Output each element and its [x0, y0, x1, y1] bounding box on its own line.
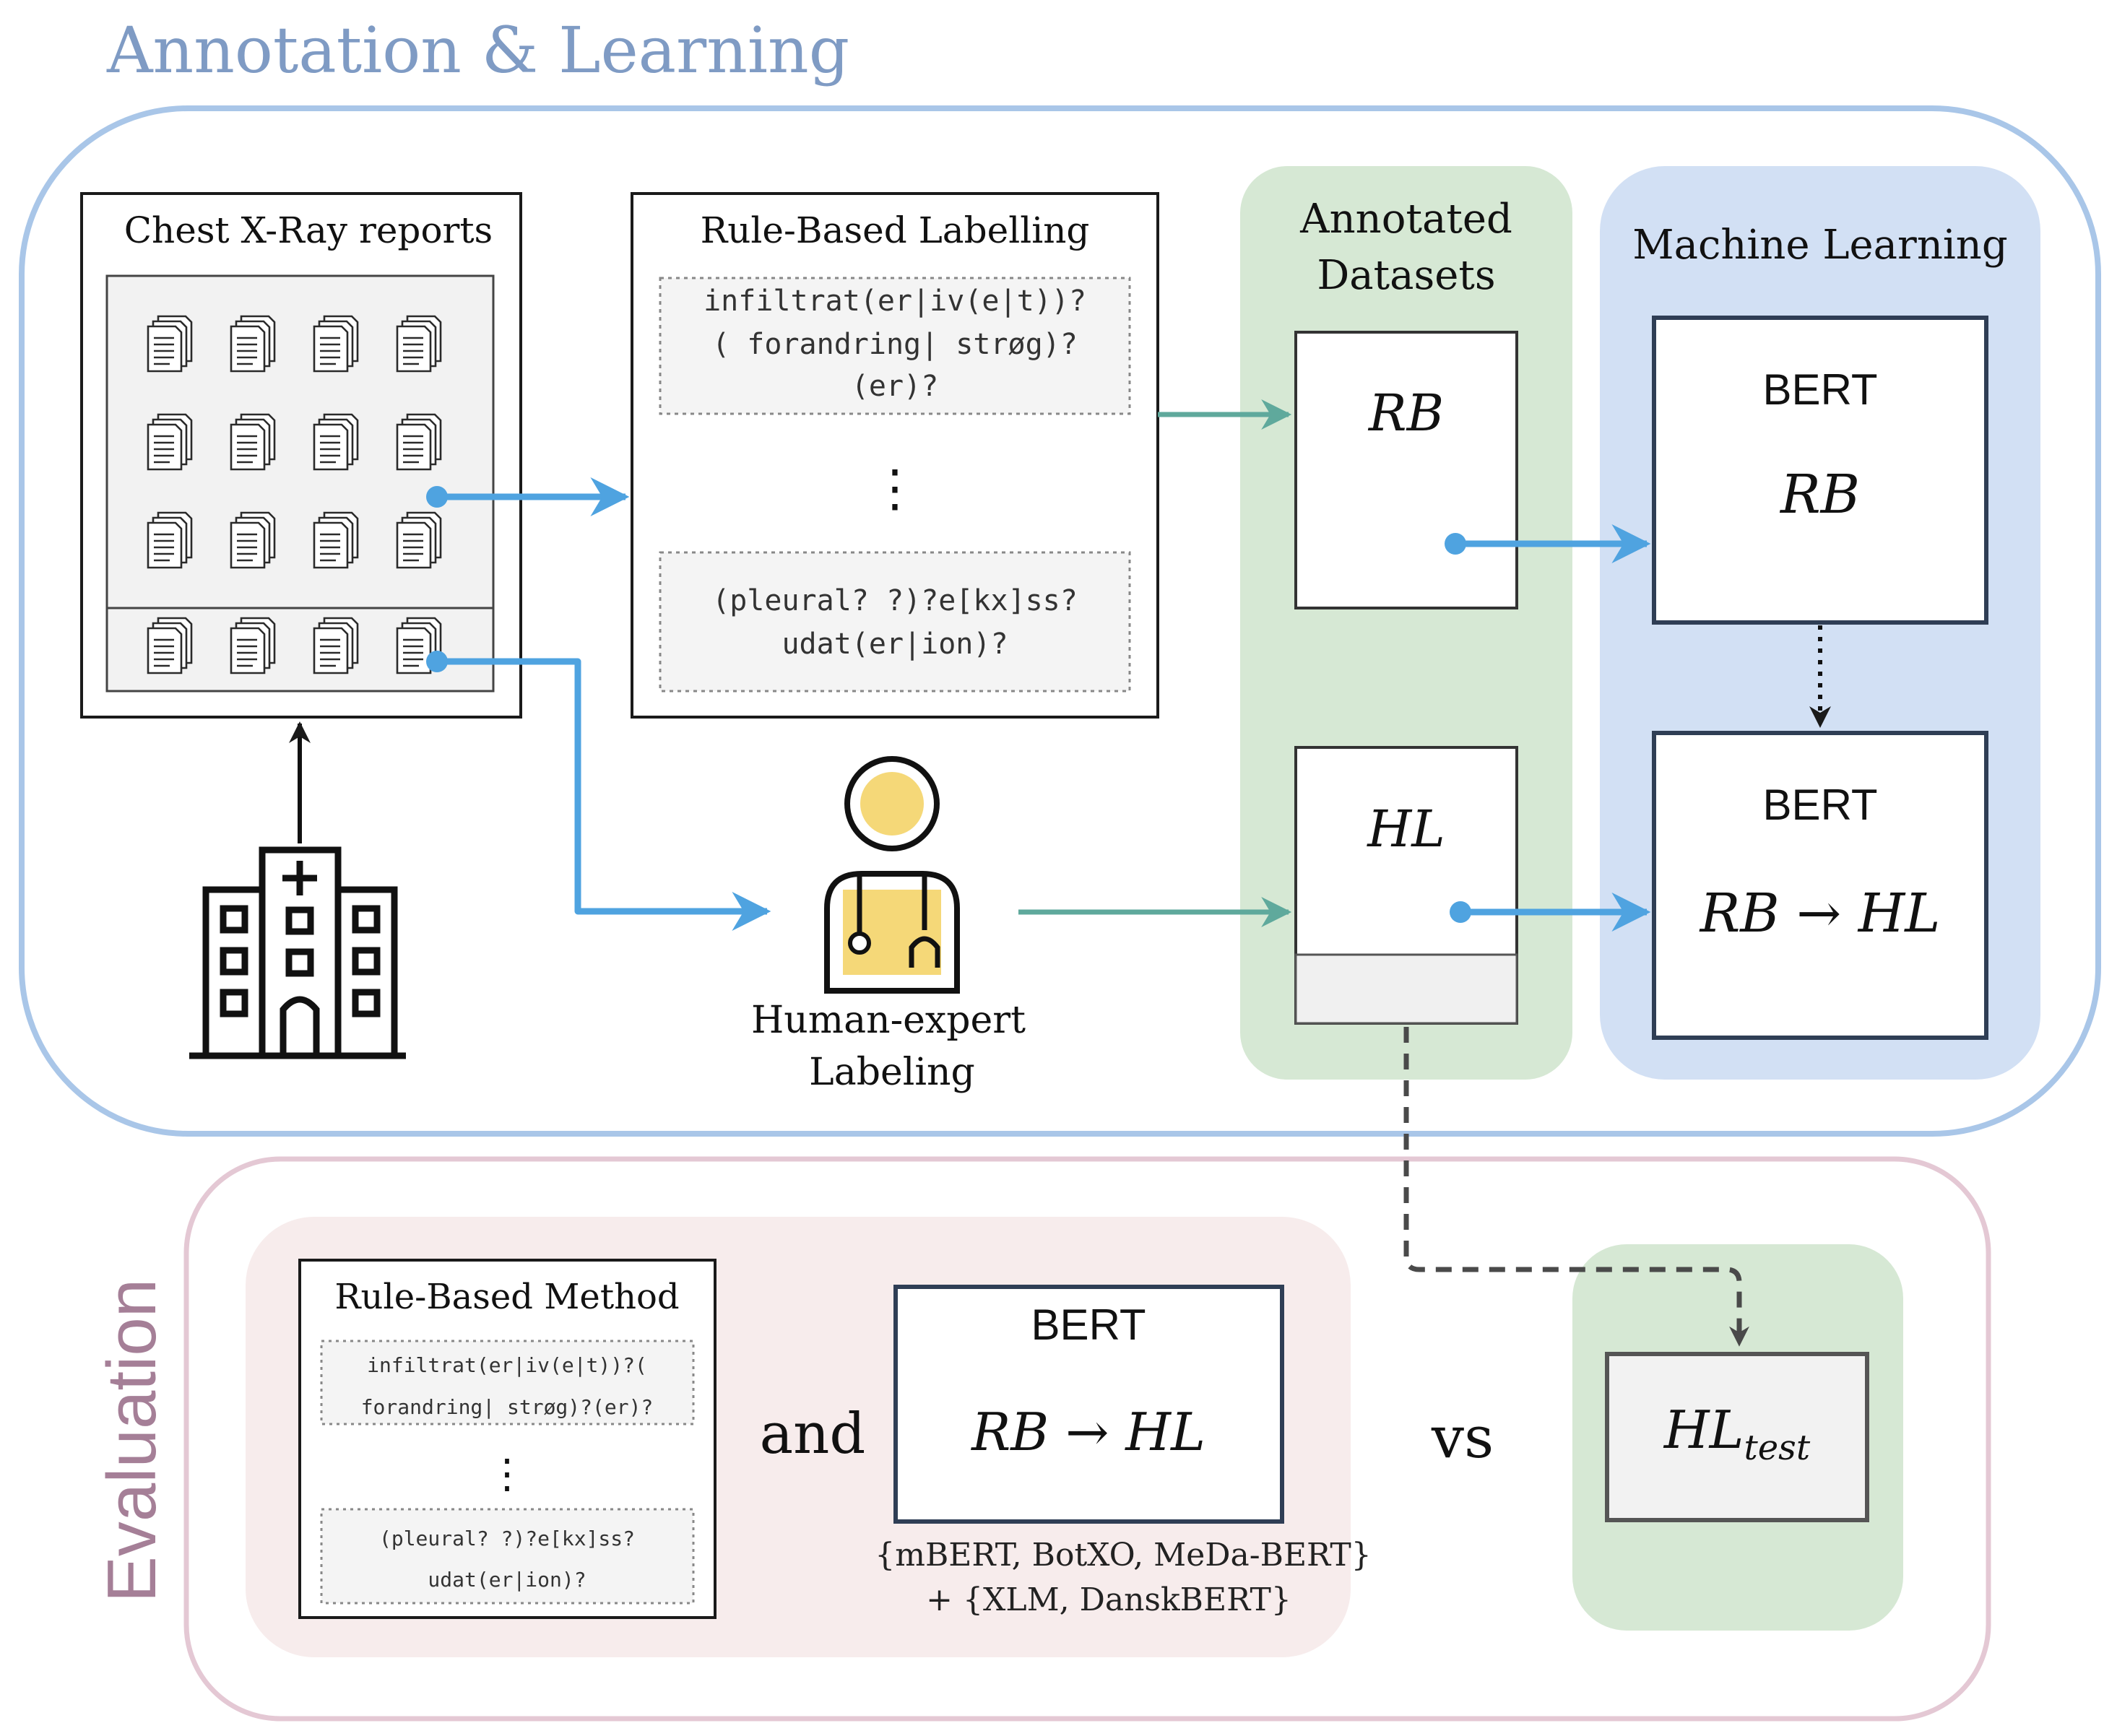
method-regex-2 — [320, 1508, 695, 1605]
regex-2-line-1: (pleural? ?)?e[kx]ss? — [712, 584, 1078, 617]
connector-hl-to-bert — [1450, 893, 1651, 932]
models-line-2: + {XLM, DanskBERT} — [926, 1581, 1291, 1618]
vs-label: vs — [1431, 1404, 1494, 1471]
rule-based-method-box: Rule-Based Method infiltrat(er|iv(e|t))?… — [298, 1259, 717, 1619]
rule-based-labelling-box: Rule-Based Labelling infiltrat(er|iv(e|t… — [631, 192, 1159, 719]
bert-rb-box: BERT RB — [1652, 316, 1988, 625]
human-expert-label-1: Human-expert — [751, 999, 1026, 1042]
hl-test-subscript: test — [1744, 1428, 1810, 1468]
hl-test-box: HLtest — [1605, 1352, 1869, 1522]
human-expert-icon — [824, 756, 960, 994]
connector-reports-to-human — [426, 651, 771, 931]
ml-title: Machine Learning — [1632, 222, 2007, 269]
regex-1-line-2: ( forandring| strøg)? — [712, 328, 1078, 361]
connector-rb-to-bert — [1445, 524, 1651, 563]
datasets-title-1: Annotated — [1299, 196, 1512, 243]
eval-bert-title: BERT — [1031, 1301, 1146, 1349]
method-regex-1-line-2: forandring| strøg)?(er)? — [361, 1395, 654, 1419]
connector-hl-to-test — [1403, 1027, 1749, 1347]
regex-2-line-2: udat(er|ion)? — [782, 628, 1008, 661]
regex-pattern-2 — [659, 551, 1131, 693]
models-line-1: {mBERT, BotXO, MeDa-BERT} — [875, 1537, 1372, 1574]
bert-rb-hl-title: BERT — [1763, 781, 1878, 829]
human-expert-label-2: Labeling — [809, 1051, 975, 1094]
bert-rb-sub: RB — [1779, 464, 1860, 526]
rule-box-title: Rule-Based Labelling — [701, 209, 1090, 251]
evaluation-section-title: Evaluation — [93, 1279, 170, 1602]
bert-rb-title: BERT — [1763, 365, 1878, 414]
hl-dataset-box: HL — [1294, 746, 1518, 1025]
regex-1-line-1: infiltrat(er|iv(e|t))? — [703, 285, 1086, 318]
hospital-icon — [189, 846, 406, 1059]
reports-box-title: Chest X-Ray reports — [124, 209, 493, 251]
hl-test-main: HL — [1663, 1399, 1744, 1460]
rb-dataset-box: RB — [1294, 331, 1518, 609]
svg-text:HLtest: HLtest — [1663, 1399, 1811, 1468]
evaluation-section-frame — [183, 1156, 1991, 1722]
eval-bert-box: BERT RB → HL — [893, 1285, 1284, 1524]
rb-dataset-label: RB — [1367, 383, 1444, 443]
method-box-title: Rule-Based Method — [334, 1277, 679, 1317]
and-label: and — [760, 1402, 866, 1467]
datasets-title-2: Datasets — [1317, 252, 1495, 299]
regex-pattern-1 — [659, 277, 1131, 415]
bert-rb-hl-box: BERT RB → HL — [1652, 731, 1988, 1040]
method-ellipsis: ⋮ — [487, 1451, 527, 1498]
regex-ellipsis: ⋮ — [870, 459, 920, 518]
connector-reports-to-rules — [426, 477, 630, 516]
method-regex-1 — [320, 1340, 695, 1425]
annotation-section-title: Annotation & Learning — [106, 13, 849, 87]
eval-bert-sub: RB → HL — [970, 1402, 1205, 1462]
annotation-section-frame — [19, 105, 2101, 1137]
method-regex-2-line-1: (pleural? ?)?e[kx]ss? — [379, 1527, 635, 1550]
hl-dataset-label: HL — [1366, 799, 1445, 859]
reports-box: Chest X-Ray reports — [80, 192, 522, 719]
hl-test-split — [1294, 953, 1518, 1025]
method-regex-1-line-1: infiltrat(er|iv(e|t))?( — [367, 1353, 647, 1377]
method-regex-2-line-2: udat(er|ion)? — [428, 1568, 586, 1592]
regex-1-line-3: (er)? — [852, 370, 938, 403]
bert-rb-hl-sub: RB → HL — [1699, 882, 1941, 945]
